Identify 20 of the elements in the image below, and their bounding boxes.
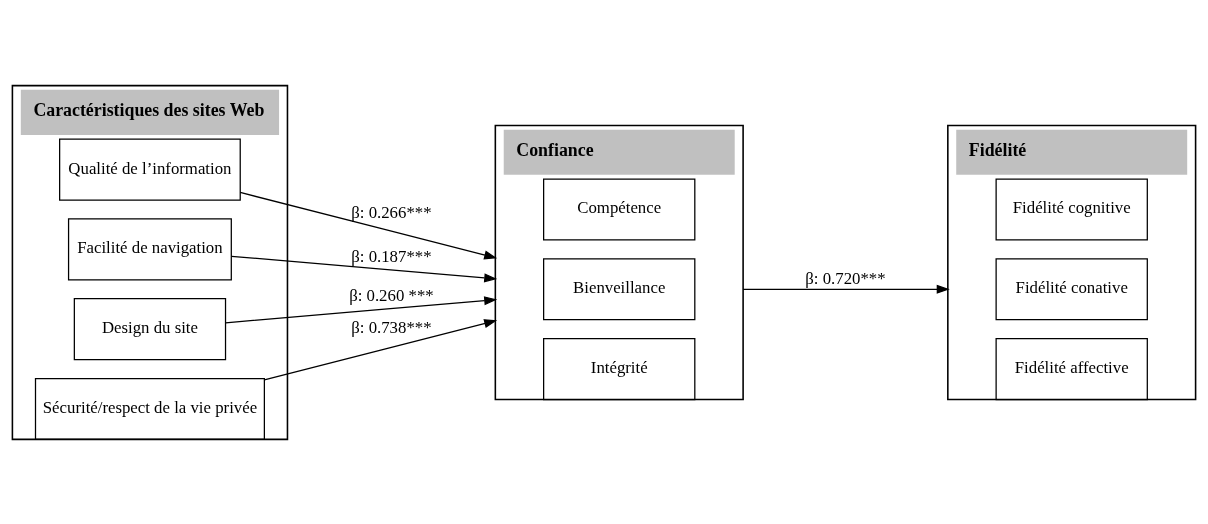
node-box: Sécurité/respect de la vie privée [34,377,265,440]
node-box: Design du site [73,297,227,360]
edge-label: β: 0.738*** [351,317,432,337]
arrow [224,295,498,323]
node-box: Qualité de l’information [59,138,241,201]
edge-label: β: 0.260 *** [349,285,434,305]
node-box: Compétence [543,177,696,241]
node-box: Fidélité conative [995,257,1148,320]
node-box: Fidélité affective [995,337,1148,400]
edge-label: β: 0.720*** [805,268,886,288]
node-box: Fidélité cognitive [995,177,1148,241]
node-box: Bienveillance [543,257,696,320]
node-box: Facilité de navigation [67,217,232,280]
edge-label: β: 0.187*** [351,246,432,266]
arrow [239,191,498,259]
arrow [230,255,498,282]
arrow [263,318,498,381]
node-box: Intégrité [543,337,696,400]
arrow [742,284,950,294]
edge-label: β: 0.266*** [351,202,432,222]
